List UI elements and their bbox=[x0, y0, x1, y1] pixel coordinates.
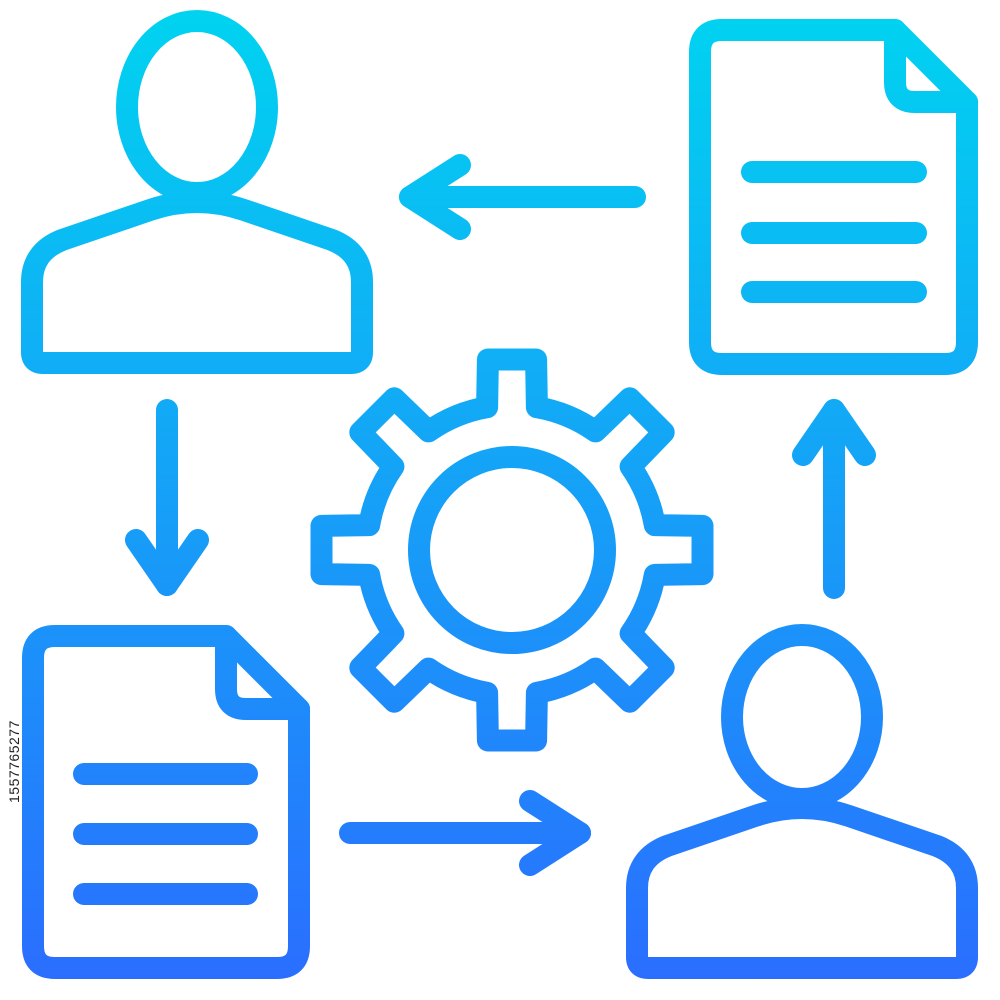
document-icon-top-right bbox=[689, 19, 978, 375]
gear-hub bbox=[408, 446, 616, 654]
person-icon-bottom-right bbox=[626, 624, 978, 979]
arrow-up-icon bbox=[792, 399, 876, 599]
arrow-right-icon bbox=[339, 790, 591, 876]
document-icon-bottom-left bbox=[22, 625, 310, 979]
arrow-left-icon bbox=[399, 154, 646, 240]
person-head bbox=[116, 10, 278, 204]
stock-image-id: 1557765277 bbox=[6, 720, 22, 804]
document-fold bbox=[884, 19, 978, 113]
document-outline bbox=[22, 625, 310, 979]
person-head bbox=[721, 624, 883, 810]
person-body bbox=[21, 191, 373, 374]
arrow-down-icon bbox=[125, 399, 209, 596]
document-fold bbox=[215, 625, 310, 720]
person-icon-top-left bbox=[21, 10, 373, 374]
gear-outline bbox=[310, 348, 714, 752]
document-outline bbox=[689, 19, 978, 375]
gear-icon bbox=[310, 348, 714, 752]
person-body bbox=[626, 797, 978, 979]
